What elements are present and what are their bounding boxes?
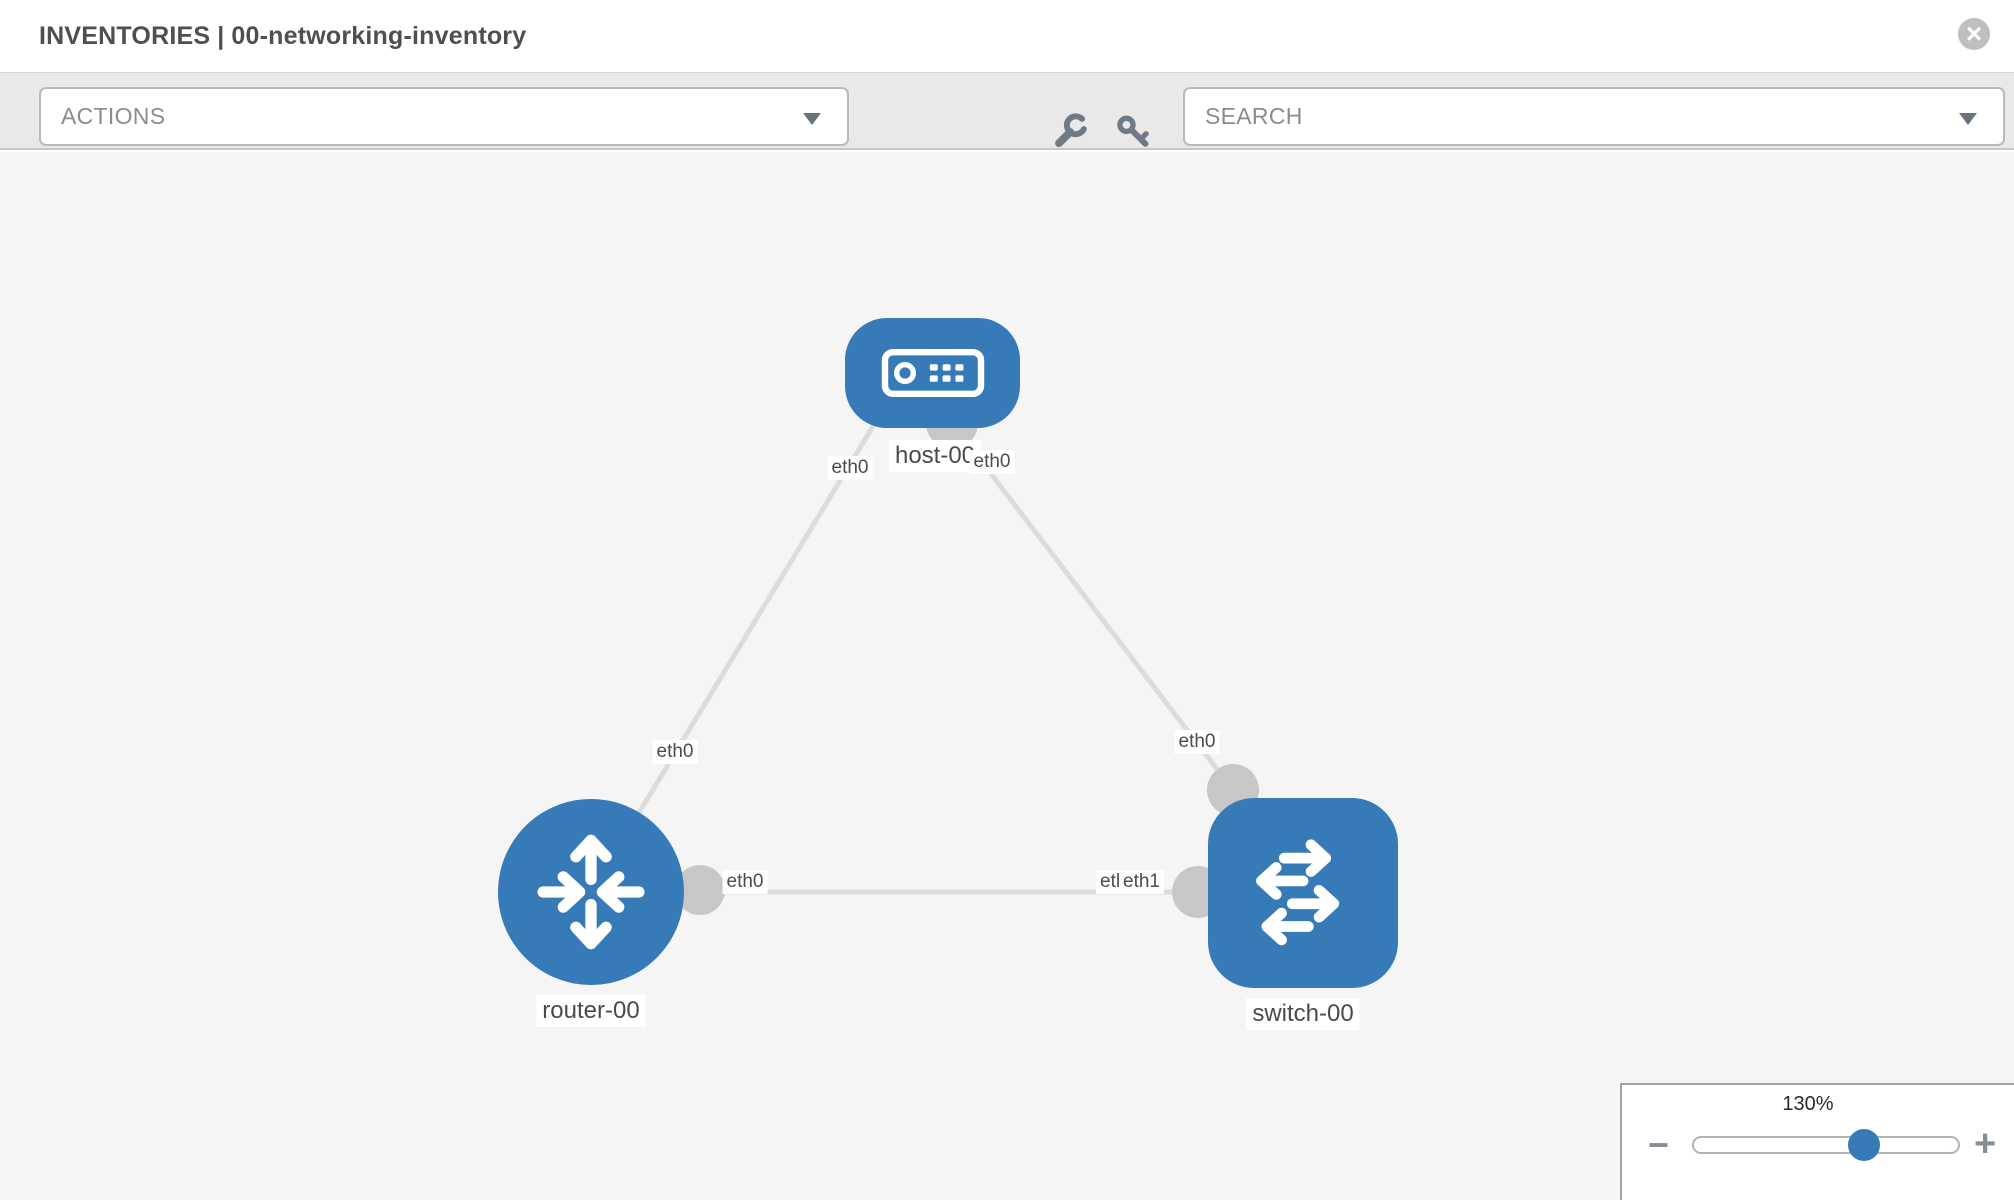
node-label-host: host-00	[888, 440, 982, 472]
page-header: INVENTORIES|00-networking-inventory ×	[0, 0, 2014, 72]
link-host-switch	[950, 421, 1235, 792]
search-dropdown[interactable]: SEARCH	[1183, 87, 2005, 146]
page-title: INVENTORIES|00-networking-inventory	[39, 22, 526, 51]
inventory-name: 00-networking-inventory	[231, 21, 527, 50]
toolbar: ACTIONS SEARCH	[0, 72, 2014, 150]
interface-label-switch-to-router: eth1	[1119, 870, 1164, 894]
actions-dropdown[interactable]: ACTIONS	[39, 87, 849, 146]
node-host-00[interactable]	[845, 318, 1020, 428]
node-switch-00[interactable]	[1208, 798, 1398, 988]
zoom-in-plus-icon[interactable]: +	[1974, 1123, 1997, 1165]
switch-arrows-icon	[1256, 839, 1340, 946]
interface-label-router-to-host: eth0	[652, 740, 698, 764]
router-arrows-icon	[537, 834, 645, 950]
zoom-level-value: 130%	[1782, 1093, 1834, 1115]
interface-label-host-to-router: eth0	[827, 456, 873, 480]
breadcrumb-separator: |	[217, 21, 225, 50]
node-router-00[interactable]	[498, 799, 684, 985]
zoom-slider-track[interactable]	[1692, 1136, 1960, 1154]
chevron-down-icon	[1959, 113, 1977, 125]
zoom-out-minus-icon[interactable]: −	[1648, 1124, 1670, 1165]
topology-canvas[interactable]	[0, 152, 2014, 1200]
interface-label-host-to-switch: eth0	[969, 450, 1015, 474]
close-glyph: ×	[1965, 18, 1983, 49]
node-label-router: router-00	[536, 995, 646, 1027]
node-label-switch: switch-00	[1246, 998, 1360, 1030]
zoom-slider-thumb[interactable]	[1848, 1129, 1880, 1161]
key-icon[interactable]	[1114, 113, 1152, 156]
close-icon[interactable]: ×	[1958, 18, 1990, 50]
interface-label-router-to-switch: eth0	[722, 870, 768, 894]
actions-dropdown-label: ACTIONS	[61, 103, 166, 129]
connector-router-right	[675, 865, 725, 915]
zoom-control-panel: 130% − +	[1620, 1083, 2014, 1200]
breadcrumb-section: INVENTORIES	[39, 21, 211, 50]
wrench-icon[interactable]	[1050, 113, 1088, 156]
chevron-down-icon	[803, 113, 821, 125]
interface-label-switch-to-host: eth0	[1174, 730, 1220, 754]
server-icon	[881, 349, 984, 397]
search-dropdown-label: SEARCH	[1205, 103, 1303, 129]
